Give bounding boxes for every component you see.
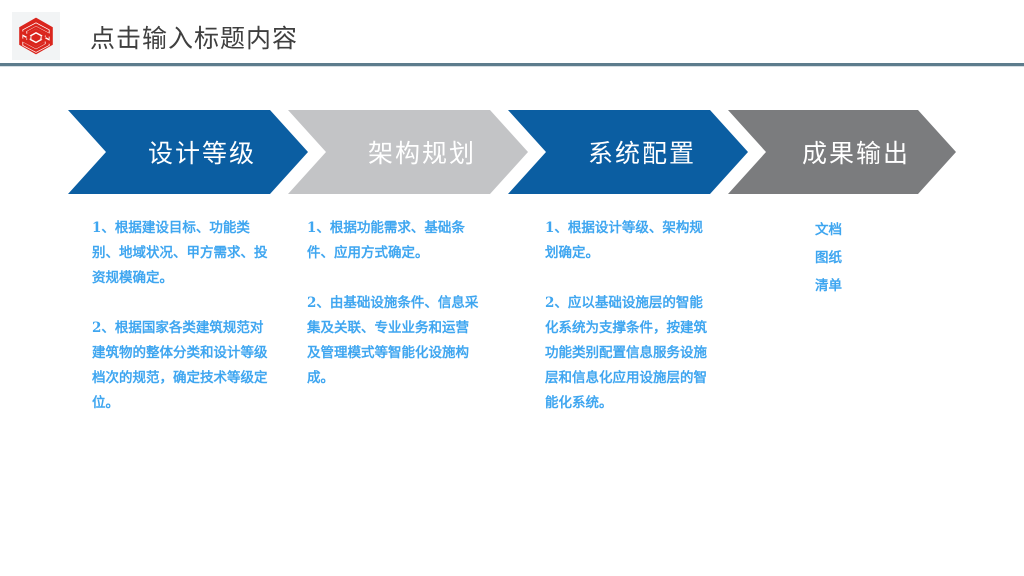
header-divider (0, 63, 1024, 66)
column-4-item-3: 清单 (815, 278, 842, 294)
column-4-item-2: 图纸 (815, 250, 842, 266)
process-step-3[interactable]: 系统配置 (508, 110, 748, 194)
process-step-4[interactable]: 成果输出 (728, 110, 956, 194)
column-3-paragraph-2: 2、应以基础设施层的智能化系统为支撑条件，按建筑功能类别配置信息服务设施层和信息… (545, 295, 707, 411)
column-system-configuration: 1、根据设计等级、架构规划确定。 2、应以基础设施层的智能化系统为支撑条件，按建… (545, 216, 713, 416)
description-columns: 1、根据建设目标、功能类别、地域状况、甲方需求、投资规模确定。 2、根据国家各类… (0, 216, 1024, 516)
column-design-level: 1、根据建设目标、功能类别、地域状况、甲方需求、投资规模确定。 2、根据国家各类… (92, 216, 270, 416)
page-title: 点击输入标题内容 (90, 24, 299, 53)
column-2-paragraph-1: 1、根据功能需求、基础条件、应用方式确定。 (307, 220, 465, 261)
brand-logo (12, 12, 60, 60)
page-header: 点击输入标题内容 (0, 0, 1024, 67)
hexagon-s-logo-icon (19, 17, 53, 55)
column-2-paragraph-2: 2、由基础设施条件、信息采集及关联、专业业务和运营及管理模式等智能化设施构成。 (307, 295, 479, 386)
process-step-1-label: 设计等级 (147, 139, 256, 168)
column-1-paragraph-1: 1、根据建设目标、功能类别、地域状况、甲方需求、投资规模确定。 (92, 220, 268, 286)
column-1-paragraph-2: 2、根据国家各类建筑规范对建筑物的整体分类和设计等级档次的规范，确定技术等级定位… (92, 320, 268, 411)
process-step-3-label: 系统配置 (587, 139, 696, 168)
column-architecture-planning: 1、根据功能需求、基础条件、应用方式确定。 2、由基础设施条件、信息采集及关联、… (307, 216, 479, 391)
process-chevron-band: 设计等级 架构规划 系统配置 成果输出 (0, 110, 1024, 194)
process-step-2-label: 架构规划 (367, 139, 476, 168)
process-step-2[interactable]: 架构规划 (288, 110, 528, 194)
column-deliverables: 文档 图纸 清单 (815, 216, 945, 300)
column-3-paragraph-1: 1、根据设计等级、架构规划确定。 (545, 220, 703, 261)
process-step-4-label: 成果输出 (801, 139, 910, 168)
process-step-1[interactable]: 设计等级 (68, 110, 308, 194)
header-divider-shadow (0, 66, 1024, 67)
column-4-item-1: 文档 (815, 222, 842, 238)
